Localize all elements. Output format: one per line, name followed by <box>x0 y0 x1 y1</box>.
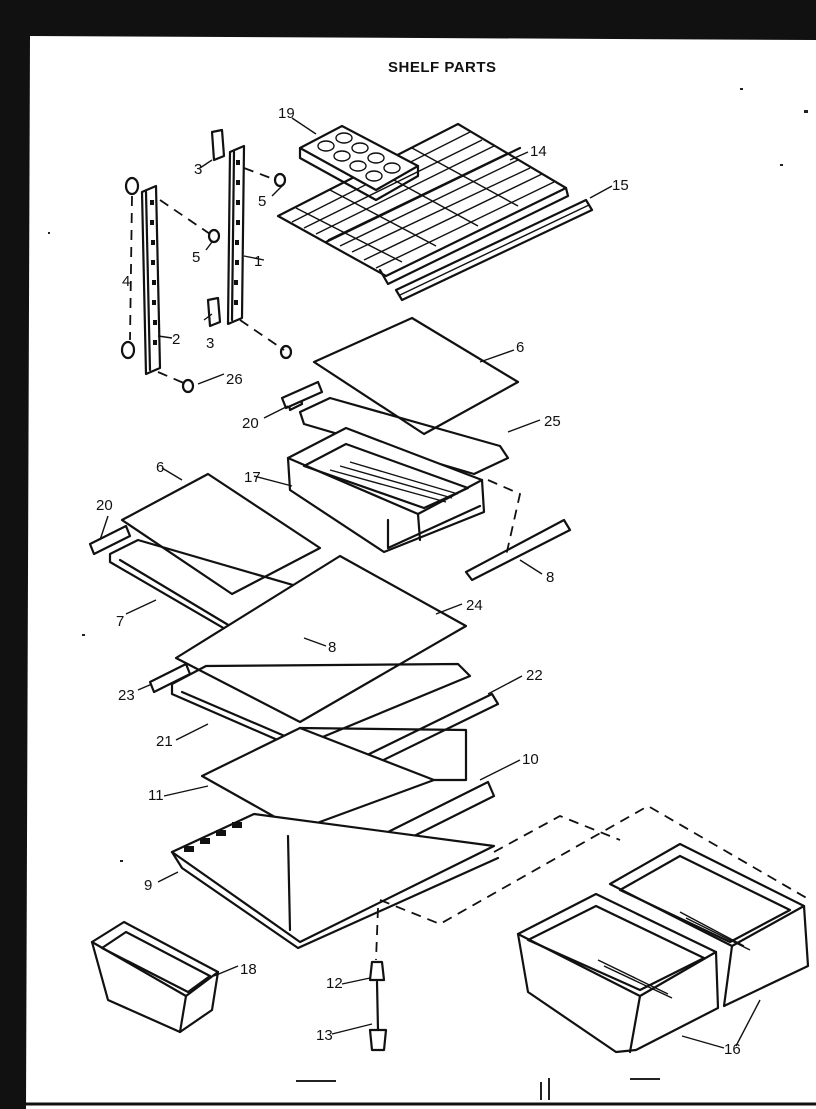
egg-tray-19 <box>298 124 420 202</box>
callout-3b: 3 <box>206 335 214 352</box>
glass-shelf-24 <box>174 554 468 724</box>
callout-26: 26 <box>226 371 243 388</box>
screws-26 <box>157 319 293 394</box>
callout-3a: 3 <box>194 161 202 178</box>
callout-14: 14 <box>530 143 547 160</box>
callout-8a: 8 <box>546 569 554 586</box>
callout-5b: 5 <box>192 249 200 266</box>
callout-17: 17 <box>244 469 261 486</box>
callout-22: 22 <box>526 667 543 684</box>
callout-1: 1 <box>254 253 262 270</box>
callout-8b: 8 <box>328 639 336 656</box>
callout-21: 21 <box>156 733 173 750</box>
crisper-drawers-16 <box>516 842 810 1054</box>
scan-specks <box>48 88 808 1100</box>
glass-shelf-6-left <box>120 472 322 596</box>
callout-16: 16 <box>724 1041 741 1058</box>
hanger-12-13 <box>368 907 388 1052</box>
screws-5 <box>159 167 287 244</box>
callout-12: 12 <box>326 975 343 992</box>
callout-15: 15 <box>612 177 629 194</box>
callout-5a: 5 <box>258 193 266 210</box>
callout-13: 13 <box>316 1027 333 1044</box>
callout-6b: 6 <box>156 459 164 476</box>
callout-2: 2 <box>172 331 180 348</box>
divider-8-right <box>464 518 572 582</box>
rail-right-1 <box>226 144 246 326</box>
diagram-title: SHELF PARTS <box>388 59 497 76</box>
callout-9: 9 <box>144 877 152 894</box>
glass-shelf-6-upper <box>312 316 520 436</box>
callout-25: 25 <box>544 413 561 430</box>
meat-pan-9 <box>170 812 500 950</box>
callout-7: 7 <box>116 613 124 630</box>
callout-23: 23 <box>118 687 135 704</box>
end-cap-23 <box>148 662 192 694</box>
callout-11: 11 <box>148 787 164 804</box>
callout-24: 24 <box>466 597 483 614</box>
callout-labels: 1 2 3 3 4 5 5 6 6 7 8 8 9 10 11 12 13 14… <box>96 105 741 1058</box>
callout-18: 18 <box>240 961 257 978</box>
connector-lines <box>379 479 811 925</box>
shelf-frame-21 <box>170 662 472 750</box>
callout-4: 4 <box>122 273 130 290</box>
callout-19: 19 <box>278 105 295 122</box>
crisper-pan-17 <box>286 426 486 554</box>
end-cap-20-upper <box>280 380 324 410</box>
callout-10: 10 <box>522 751 539 768</box>
cover-glass-11 <box>200 726 468 832</box>
rail-left-2 <box>140 184 162 376</box>
clips-3 <box>206 128 226 328</box>
leader-lines <box>99 117 761 1049</box>
callout-20b: 20 <box>96 497 113 514</box>
utility-bin-18 <box>90 920 220 1034</box>
shelf-trim-15 <box>394 198 594 302</box>
rail-caps-4 <box>120 176 140 360</box>
callout-20a: 20 <box>242 415 259 432</box>
callout-6a: 6 <box>516 339 524 356</box>
